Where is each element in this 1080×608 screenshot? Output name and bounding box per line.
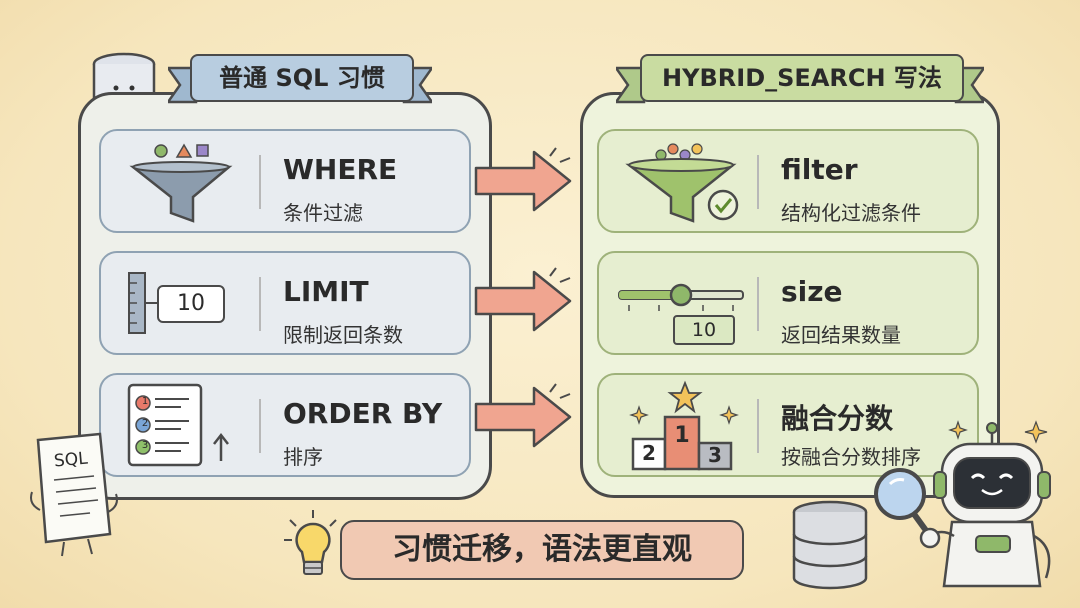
sql-paper-label: SQL bbox=[53, 448, 89, 472]
summary-banner: 习惯迁移，语法更直观 bbox=[340, 520, 744, 580]
sql-paper-character-icon bbox=[30, 432, 118, 557]
lightbulb-icon bbox=[284, 510, 337, 575]
arrow-right-icon bbox=[474, 383, 572, 448]
arrow-right-icon bbox=[474, 267, 572, 332]
desc-size: 返回结果数量 bbox=[781, 323, 901, 347]
divider bbox=[259, 155, 261, 209]
desc-filter: 结构化过滤条件 bbox=[781, 201, 921, 225]
robot-magnifier-icon bbox=[874, 420, 1051, 588]
filter-card: filter 结构化过滤条件 bbox=[597, 129, 979, 233]
limit-card: 10 LIMIT 限制返回条数 bbox=[99, 251, 471, 355]
green-funnel-check-icon bbox=[625, 143, 739, 223]
limit-value-box: 10 bbox=[157, 285, 225, 323]
right-title-banner: HYBRID_SEARCH 写法 bbox=[640, 54, 964, 102]
size-card: 10 size 返回结果数量 bbox=[597, 251, 979, 355]
divider bbox=[259, 277, 261, 331]
list-number-2: 2 bbox=[141, 418, 149, 429]
podium-star-icon bbox=[629, 380, 739, 471]
desc-order-by: 排序 bbox=[283, 445, 323, 469]
hybrid-search-panel: filter 结构化过滤条件 10 size 返回结果数量 2 1 3 bbox=[580, 92, 1000, 498]
arrow-right-icon bbox=[474, 147, 572, 212]
sql-habits-panel: WHERE 条件过滤 10 LIMIT 限制返回条数 bbox=[78, 92, 492, 500]
keyword-order-by: ORDER BY bbox=[283, 397, 443, 430]
keyword-limit: LIMIT bbox=[283, 275, 369, 308]
fusion-score-card: 2 1 3 融合分数 按融合分数排序 bbox=[597, 373, 979, 477]
podium-number-3: 3 bbox=[708, 443, 722, 467]
keyword-filter: filter bbox=[781, 153, 858, 186]
desc-where: 条件过滤 bbox=[283, 201, 363, 225]
where-card: WHERE 条件过滤 bbox=[99, 129, 471, 233]
desc-limit: 限制返回条数 bbox=[283, 323, 403, 347]
keyword-fusion-score: 融合分数 bbox=[781, 402, 894, 435]
divider bbox=[757, 277, 759, 331]
ranked-list-icon bbox=[127, 383, 229, 467]
ruler-icon bbox=[128, 272, 159, 334]
desc-fusion-score: 按融合分数排序 bbox=[781, 445, 921, 469]
list-number-3: 3 bbox=[141, 440, 149, 451]
keyword-size: size bbox=[781, 275, 843, 308]
funnel-shapes-icon bbox=[129, 143, 233, 223]
divider bbox=[757, 155, 759, 209]
size-value-box: 10 bbox=[673, 315, 735, 345]
keyword-where: WHERE bbox=[283, 153, 398, 186]
divider bbox=[259, 399, 261, 453]
slider-icon bbox=[618, 283, 744, 311]
left-title-banner: 普通 SQL 习惯 bbox=[190, 54, 414, 102]
podium-number-1: 1 bbox=[674, 423, 690, 448]
divider bbox=[757, 399, 759, 453]
order-by-card: 1 2 3 ORDER BY 排序 bbox=[99, 373, 471, 477]
podium-number-2: 2 bbox=[642, 441, 656, 465]
list-number-1: 1 bbox=[141, 396, 149, 407]
database-stack-icon bbox=[792, 500, 868, 590]
